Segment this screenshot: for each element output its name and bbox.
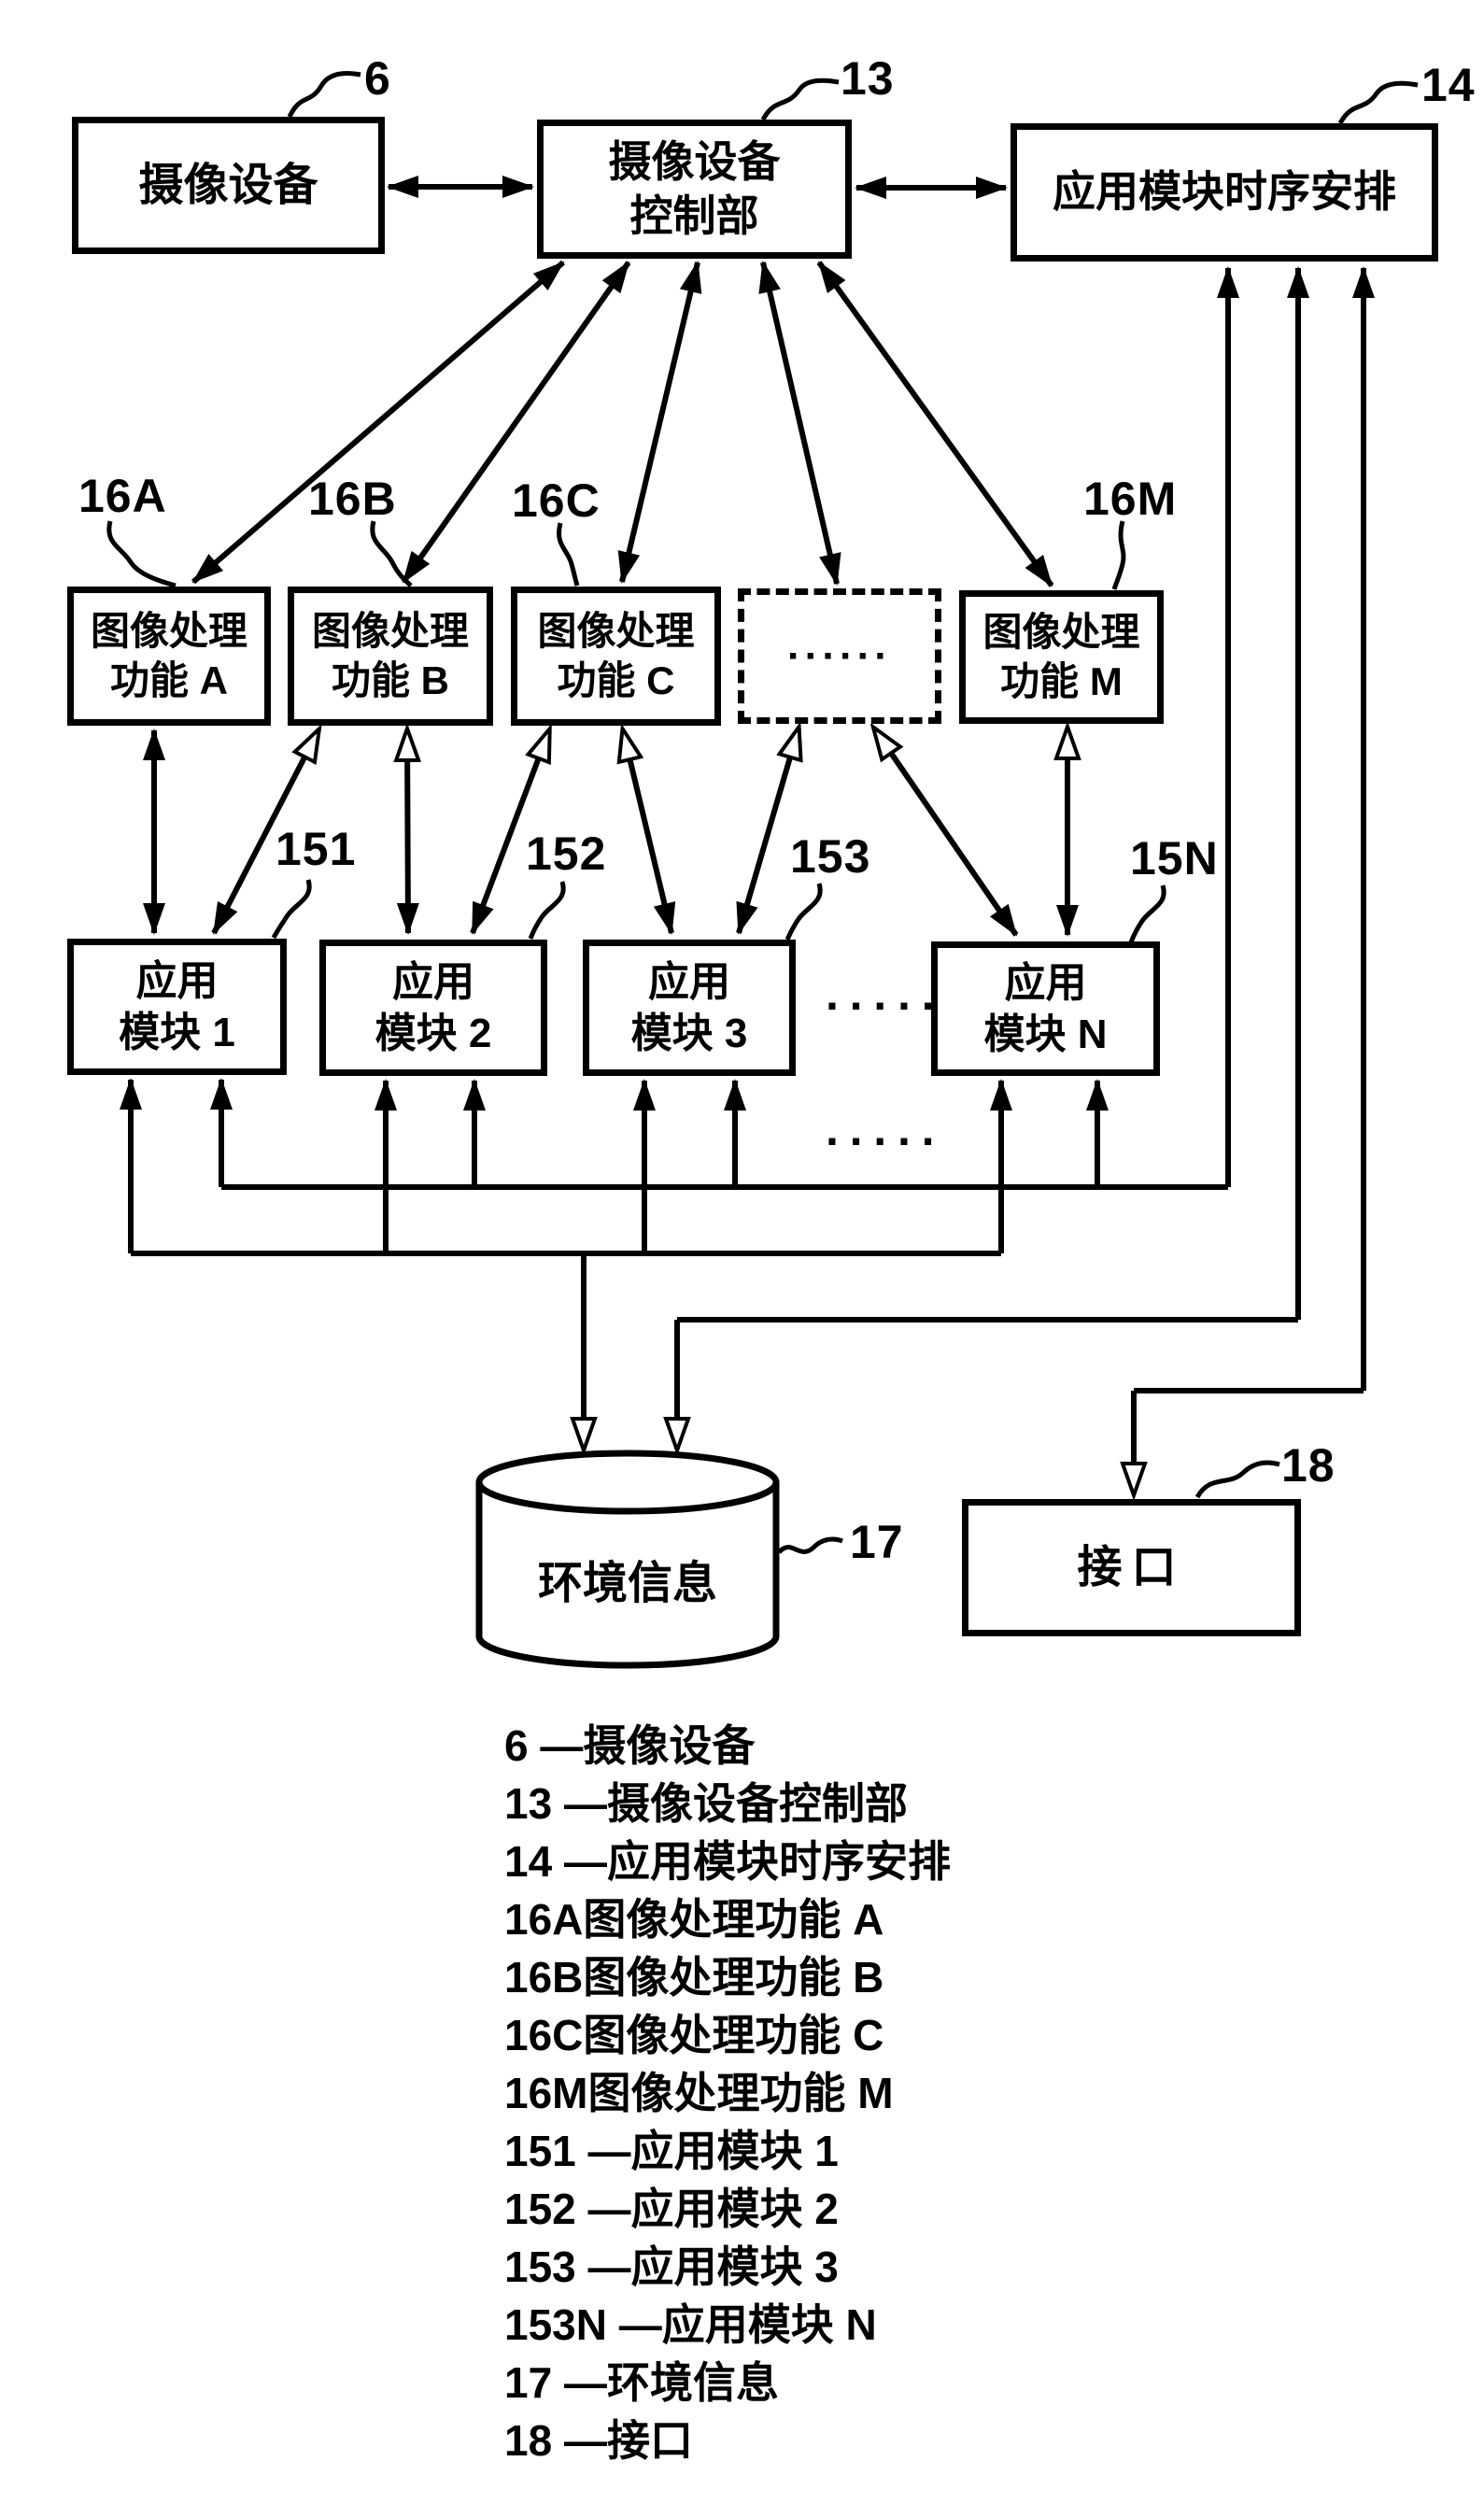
env-info-cylinder	[475, 1450, 780, 1669]
leader-151	[271, 879, 312, 940]
ref-16C: 16C	[512, 474, 601, 527]
leader-152	[528, 881, 566, 940]
arrow-ctrl-funcC	[617, 261, 702, 584]
reference-leaders	[106, 71, 1419, 1554]
legend-item: 153N —应用模块 N	[504, 2300, 877, 2349]
cylinder-top	[475, 1450, 780, 1515]
arrow-funcB-module2	[407, 730, 408, 933]
legend-item: 16A图像处理功能 A	[504, 1895, 884, 1944]
module-3-box: 应用 模块 3	[583, 940, 796, 1076]
env-info-label: 环境信息	[537, 1559, 717, 1608]
func-b-box: 图像处理 功能 B	[288, 587, 493, 726]
scheduler-box: 应用模块时序安排	[1011, 123, 1438, 262]
func-a-box: 图像处理 功能 A	[67, 587, 271, 726]
legend-item: 18 —接口	[504, 2416, 693, 2465]
leader-16B	[370, 520, 413, 587]
ref-17: 17	[850, 1516, 904, 1568]
ref-152: 152	[526, 828, 607, 880]
ref-15N: 15N	[1130, 832, 1219, 884]
leader-13	[760, 78, 840, 121]
leader-16C	[557, 522, 580, 587]
legend-item: 16C图像处理功能 C	[504, 2011, 884, 2059]
leader-18	[1194, 1460, 1280, 1499]
legend-item: 152 —应用模块 2	[504, 2185, 839, 2233]
arrow-funcDots-module3	[736, 729, 799, 933]
legend: 6 —摄像设备 13 —摄像设备控制部 14 —应用模块时序安排 16A图像处理…	[504, 1717, 951, 2469]
legend-item: 17 —环境信息	[504, 2358, 779, 2407]
ref-151: 151	[276, 823, 357, 875]
leader-16A	[106, 520, 177, 588]
leader-15N	[1128, 884, 1166, 943]
ref-18: 18	[1281, 1439, 1336, 1492]
leader-17	[777, 1536, 843, 1554]
arrow-ctrl-funcM	[816, 261, 1054, 587]
cylinder-body	[475, 1482, 780, 1669]
functions-to-modules-links	[143, 729, 1067, 937]
func-c-box: 图像处理 功能 C	[511, 587, 721, 726]
legend-item: 16B图像处理功能 B	[504, 1953, 884, 2002]
ref-16B: 16B	[308, 473, 397, 525]
func-ellipsis-box: ······	[738, 588, 941, 724]
leader-16M	[1111, 520, 1126, 590]
legend-item: 14 —应用模块时序安排	[504, 1837, 951, 1886]
control-to-functions-fan	[191, 260, 1054, 587]
leader-153	[784, 883, 823, 941]
interface-box: 接口	[962, 1499, 1301, 1636]
bus-and-risers	[120, 266, 1375, 1493]
leader-6	[287, 71, 361, 119]
module-2-box: 应用 模块 2	[319, 940, 547, 1076]
ref-6: 6	[364, 52, 391, 105]
legend-item: 6 —摄像设备	[504, 1721, 756, 1770]
camera-control-box: 摄像设备 控制部	[537, 120, 852, 259]
camera-box: 摄像设备	[72, 117, 385, 254]
legend-item: 16M图像处理功能 M	[504, 2069, 894, 2117]
legend-item: 151 —应用模块 1	[504, 2127, 839, 2175]
module-n-box: 应用 模块 N	[931, 941, 1160, 1076]
arrow-funcDots-moduleN	[874, 729, 1019, 937]
module-1-box: 应用 模块 1	[67, 939, 287, 1075]
func-m-box: 图像处理 功能 M	[959, 590, 1164, 724]
ref-153: 153	[790, 830, 871, 883]
legend-item: 13 —摄像设备控制部	[504, 1779, 908, 1828]
arrow-ctrl-funcDots	[758, 261, 841, 586]
modules-ellipsis-lower: ·····	[826, 1115, 946, 1167]
legend-item: 153 —应用模块 3	[504, 2242, 839, 2291]
arrow-funcC-module2	[470, 730, 549, 933]
arrow-ctrl-funcB	[401, 261, 631, 584]
leader-14	[1337, 80, 1419, 125]
ref-16M: 16M	[1083, 473, 1178, 525]
ref-13: 13	[841, 52, 895, 105]
top-row-arrows	[387, 176, 1008, 199]
modules-ellipsis-upper: ·····	[826, 980, 946, 1032]
arrow-ctrl-funcA	[191, 260, 565, 585]
arrow-funcB-module1	[211, 730, 318, 933]
arrow-funcC-module3	[623, 730, 671, 933]
ref-16A: 16A	[78, 470, 167, 522]
ref-14: 14	[1421, 59, 1476, 111]
